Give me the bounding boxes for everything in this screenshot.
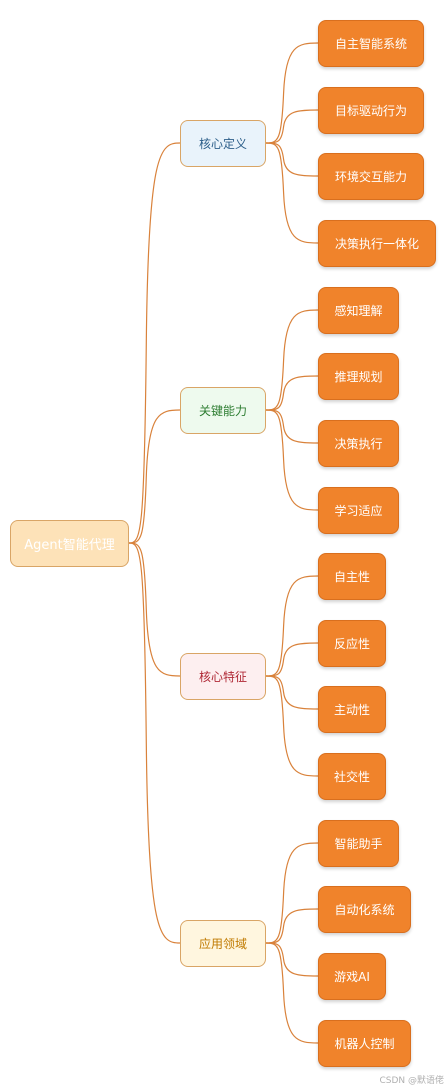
leaf-node: 自动化系统 <box>318 886 411 933</box>
branch-node-core-definition: 核心定义 <box>180 120 266 167</box>
connector-line <box>265 142 319 244</box>
leaf-node: 决策执行 <box>318 420 399 467</box>
leaf-node: 主动性 <box>318 686 386 733</box>
connector-line <box>265 142 319 177</box>
leaf-node: 决策执行一体化 <box>318 220 436 267</box>
leaf-node: 推理规划 <box>318 353 399 400</box>
connector-line <box>265 675 319 777</box>
connector-line <box>265 942 319 1044</box>
branch-node-core-features: 核心特征 <box>180 653 266 700</box>
leaf-node: 感知理解 <box>318 287 399 334</box>
leaf-node: 自主性 <box>318 553 386 600</box>
connector-line <box>265 908 319 944</box>
branch-node-key-capabilities: 关键能力 <box>180 387 266 434</box>
leaf-node: 反应性 <box>318 620 386 667</box>
connector-line <box>128 142 181 544</box>
leaf-node: 目标驱动行为 <box>318 87 424 134</box>
connector-line <box>265 575 319 677</box>
connector-line <box>128 542 181 677</box>
connector-line <box>265 309 319 411</box>
connector-line <box>265 842 319 944</box>
leaf-node: 社交性 <box>318 753 386 800</box>
connector-line <box>128 542 181 944</box>
connector-line <box>265 942 319 977</box>
leaf-node: 学习适应 <box>318 487 399 534</box>
connector-line <box>265 409 319 511</box>
connector-line <box>265 642 319 677</box>
connector-line <box>265 109 319 144</box>
leaf-node: 机器人控制 <box>318 1020 411 1067</box>
leaf-node: 自主智能系统 <box>318 20 424 67</box>
leaf-node: 环境交互能力 <box>318 153 424 200</box>
leaf-node: 游戏AI <box>318 953 386 1000</box>
connector-line <box>265 409 319 444</box>
connector-line <box>265 375 319 411</box>
branch-node-application-areas: 应用领域 <box>180 920 266 967</box>
root-node: Agent智能代理 <box>10 520 129 567</box>
watermark: CSDN @默语佬 <box>379 1076 444 1086</box>
leaf-node: 智能助手 <box>318 820 399 867</box>
connector-line <box>128 409 181 544</box>
connector-line <box>265 42 319 144</box>
connector-line <box>265 675 319 710</box>
